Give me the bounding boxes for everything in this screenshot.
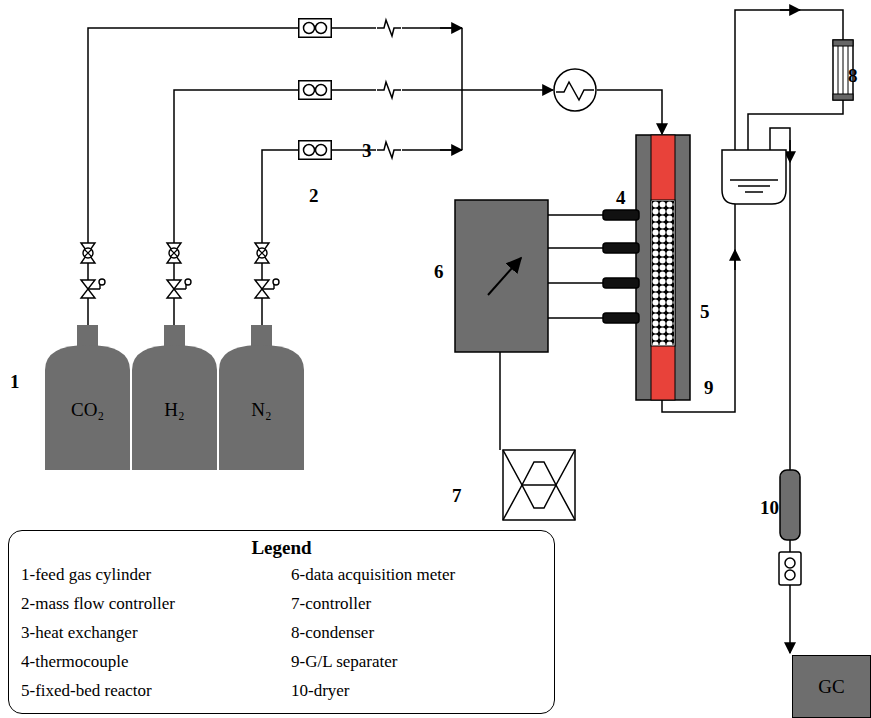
legend-heading: Legend	[9, 537, 554, 559]
data-acquisition-meter	[455, 200, 548, 352]
gc-label: GC	[818, 676, 844, 698]
flow-meter	[779, 552, 801, 585]
callout-number: 5	[700, 302, 710, 321]
gas-cylinder: H₂	[132, 325, 217, 470]
cylinder-valve	[81, 243, 279, 298]
controller	[503, 450, 575, 520]
cylinder-label: CO₂	[71, 399, 104, 421]
legend-entry: 1-feed gas cylinder	[21, 565, 151, 585]
cylinder-shape	[219, 325, 304, 470]
check-valve	[376, 20, 402, 158]
legend-entry: 9-G/L separater	[291, 652, 398, 672]
legend-entry: 10-dryer	[291, 681, 350, 701]
cylinder-shape	[132, 325, 217, 470]
mass-flow-controller	[299, 19, 332, 160]
gl-separator	[722, 150, 786, 204]
callout-number: 4	[616, 188, 626, 207]
callout-number: 2	[309, 186, 319, 205]
gas-chromatograph: GC	[792, 655, 871, 718]
legend-entry: 6-data acquisition meter	[291, 565, 455, 585]
legend-entry: 2-mass flow controller	[21, 594, 175, 614]
dryer	[780, 470, 800, 540]
callout-number: 1	[10, 372, 20, 391]
gas-cylinder: N₂	[219, 325, 304, 470]
callout-number: 9	[704, 378, 714, 397]
thermocouple	[548, 210, 639, 323]
callout-number: 7	[452, 486, 462, 505]
callout-number: 6	[434, 262, 444, 281]
legend-entry: 4-thermocouple	[21, 652, 129, 672]
cylinder-label: H₂	[164, 399, 184, 421]
gas-cylinder: CO₂	[45, 325, 130, 470]
legend-entry: 5-fixed-bed reactor	[21, 681, 152, 701]
fixed-bed-reactor	[636, 135, 690, 400]
legend-entry: 7-controller	[291, 594, 371, 614]
legend-entry: 3-heat exchanger	[21, 623, 138, 643]
legend-box: Legend 1-feed gas cylinder 2-mass flow con…	[8, 530, 555, 714]
legend-entry: 8-condenser	[291, 623, 374, 643]
heat-exchanger	[554, 69, 596, 111]
callout-number: 3	[362, 141, 372, 160]
callout-number: 8	[848, 66, 858, 85]
callout-number: 10	[760, 498, 779, 517]
cylinder-label: N₂	[251, 399, 271, 421]
cylinder-shape	[45, 325, 130, 470]
